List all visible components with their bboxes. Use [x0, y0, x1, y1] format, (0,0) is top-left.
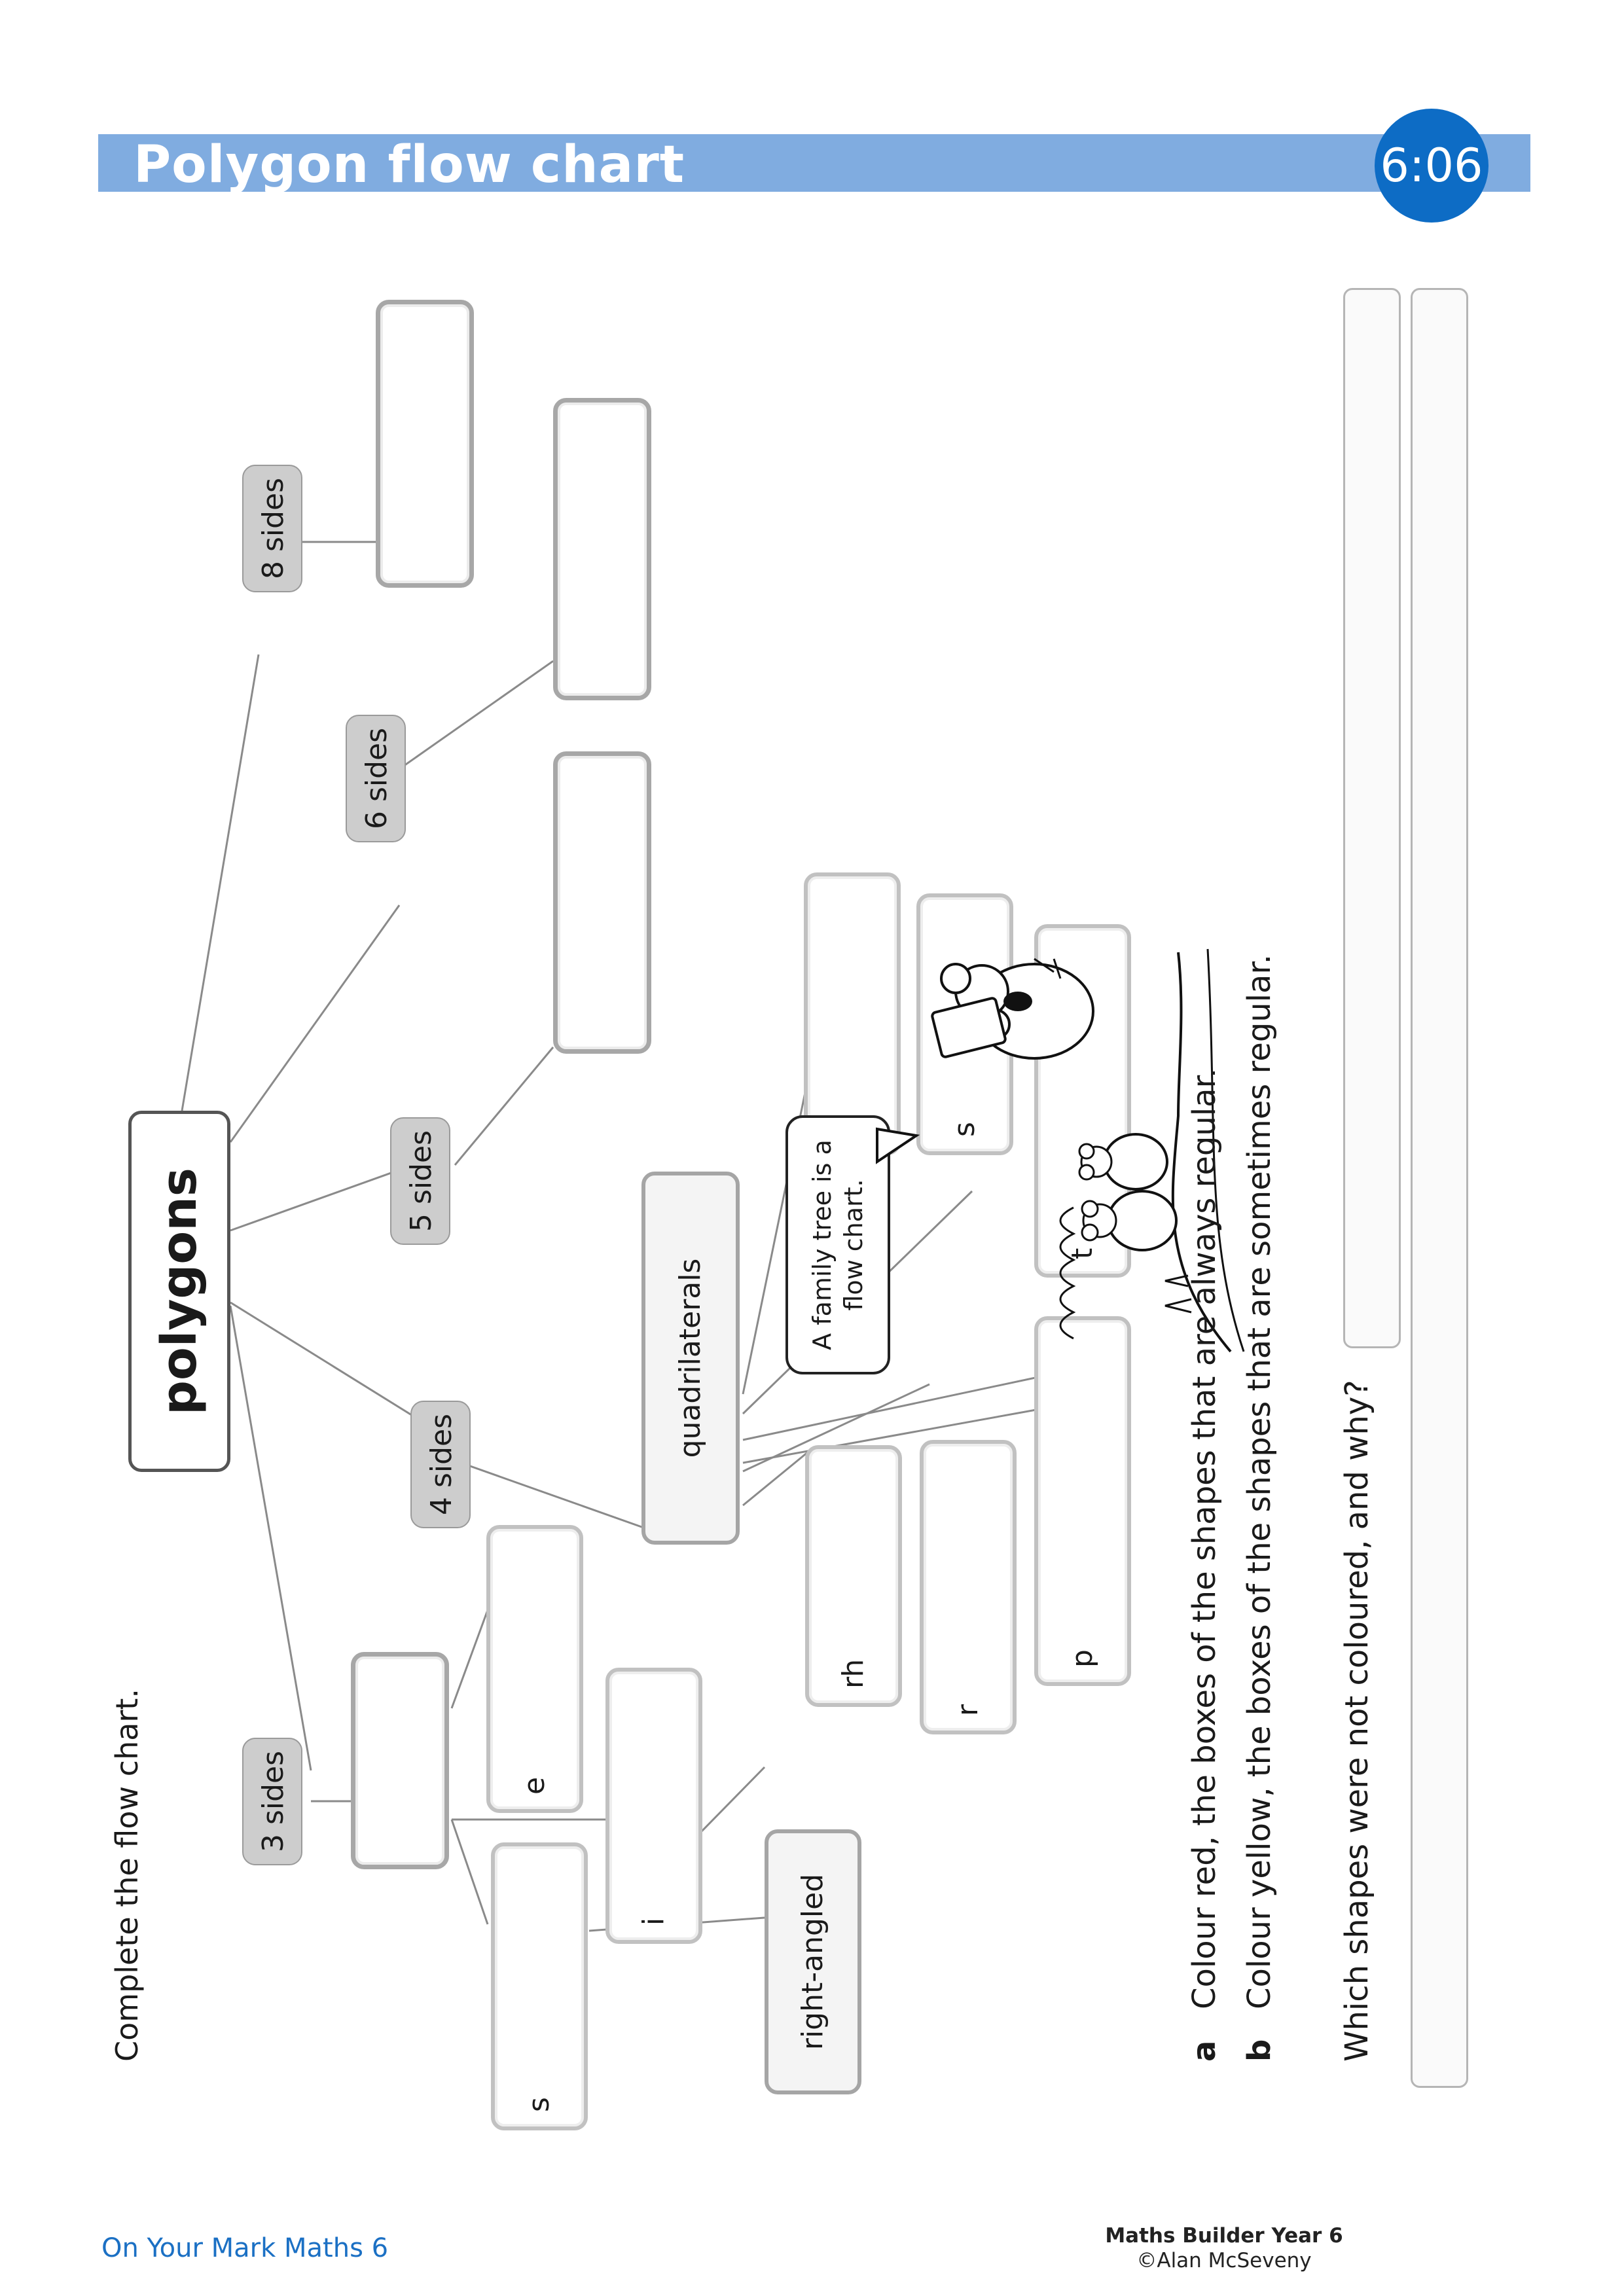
- footer-book: Maths Builder Year 6: [1105, 2224, 1343, 2248]
- connector-line: [742, 1406, 1051, 1464]
- section-badge: 6:06: [1375, 109, 1489, 223]
- connector-line: [403, 660, 554, 767]
- connector-line: [229, 905, 401, 1143]
- connector-line: [450, 1819, 489, 1925]
- koala-family-cartoon: [876, 948, 1245, 1353]
- answer-area: Which shapes were not coloured, and why?: [0, 196, 1468, 2160]
- answer-line-2[interactable]: [1411, 288, 1468, 2088]
- connector-line: [454, 1047, 554, 1166]
- title-bar: [98, 134, 1530, 192]
- flowchart-connectors: [181, 541, 1051, 1932]
- question-b-text: Colour yellow, the boxes of the shapes t…: [1241, 954, 1278, 2009]
- connector-line: [699, 1766, 766, 1834]
- connector-line: [450, 1609, 489, 1709]
- page-title: Polygon flow chart: [134, 135, 685, 194]
- footer-credit: Maths Builder Year 6 ©Alan McSeveny: [1047, 2223, 1401, 2273]
- connector-line: [181, 654, 260, 1111]
- connector-line: [451, 1458, 655, 1533]
- question-b: b Colour yellow, the boxes of the shapes …: [1241, 954, 1278, 2062]
- footer-series: On Your Mark Maths 6: [101, 2233, 389, 2263]
- answer-line-1[interactable]: [1343, 288, 1401, 1348]
- connector-line: [229, 1305, 312, 1771]
- worksheet-content: Complete the flow chart. polygons 3 side…: [0, 196, 1278, 2160]
- question-b-letter: b: [1241, 2039, 1278, 2062]
- footer-copyright: ©Alan McSeveny: [1136, 2249, 1312, 2272]
- connector-line: [742, 1373, 1051, 1441]
- question-c-text: Which shapes were not coloured, and why?: [1339, 1380, 1375, 2062]
- connector-line: [742, 1450, 809, 1507]
